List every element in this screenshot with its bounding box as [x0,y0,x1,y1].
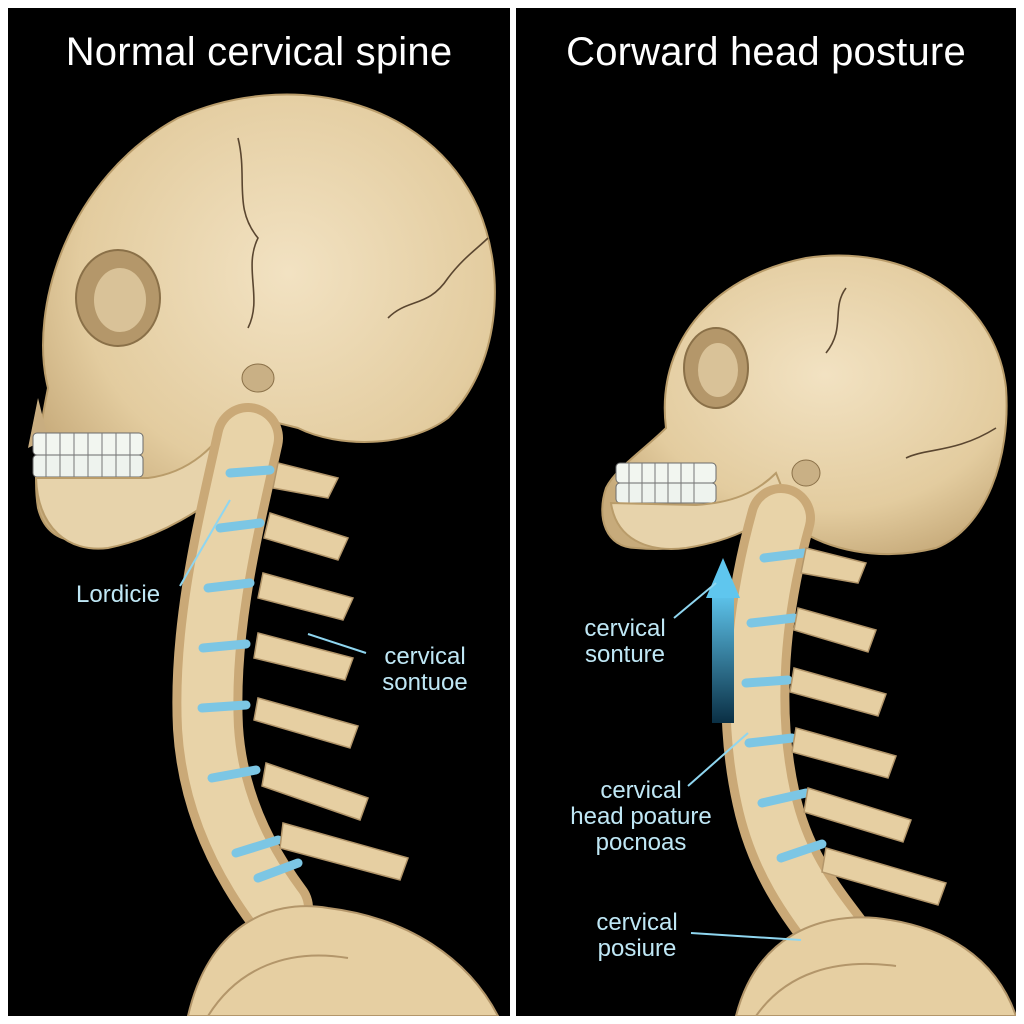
top-leader-line [673,582,717,619]
skull [601,254,1008,556]
panel-forward-head: Corward head posture cervical sonture ce… [516,8,1016,1016]
mid-label-line2: head poature [570,803,712,830]
mid-label-line3: pocnoas [595,829,687,856]
cervical-leader-line [307,633,367,654]
mid-leader-line [687,732,749,787]
lordosis-leader-line [179,499,231,587]
skull [28,93,496,550]
cervical-label-left: cervical sontuoe [370,644,480,696]
top-label-line2: sonture [584,641,666,668]
lordosis-label: Lordicie [76,581,161,608]
bottom-label-line1: cervical [596,909,678,936]
mid-label-line1: cervical [600,777,682,804]
normal-spine-title: Normal cervical spine [65,30,453,74]
teeth [615,462,717,504]
bottom-leader-line [690,932,802,941]
cervical-column [721,484,1016,1016]
forward-shift-arrow [706,558,740,723]
cervical-label-line2: sontuoe [382,669,468,696]
cervical-label-line1: cervical [384,643,466,670]
mid-cervical-label: cervical head poature pocnoas [556,778,726,856]
bottom-label-line2: posiure [597,935,677,962]
cervical-column [172,403,500,1016]
normal-spine-illustration [28,93,500,1016]
forward-head-illustration [601,254,1016,1016]
bottom-cervical-label: cervical posiure [582,910,692,962]
top-label-line1: cervical [584,615,666,642]
top-cervical-label: cervical sonture [570,616,680,668]
panel-normal-spine: Normal cervical spine Lordicie cervical … [8,8,510,1016]
teeth [32,432,144,478]
forward-head-title: Corward head posture [566,30,966,74]
